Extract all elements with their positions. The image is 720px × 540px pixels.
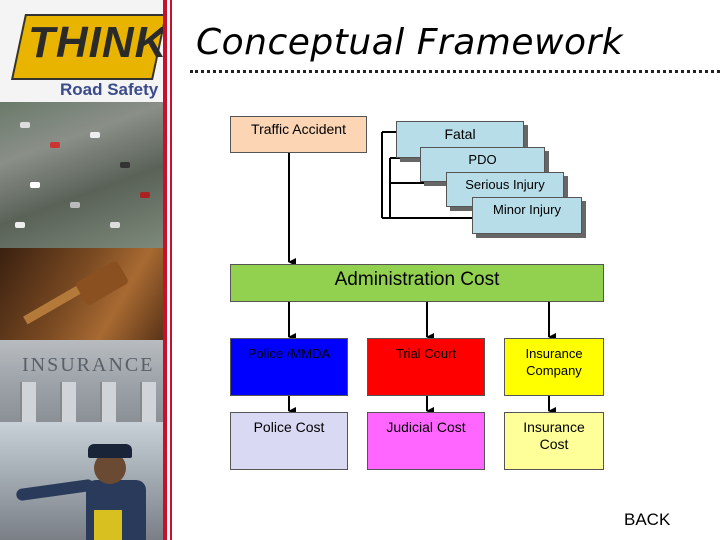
car-shape	[120, 162, 130, 168]
car-shape	[30, 182, 40, 188]
severity-minor-injury-box: Minor Injury	[472, 197, 582, 234]
car-shape	[70, 202, 80, 208]
traffic-accident-box: Traffic Accident	[230, 116, 367, 153]
logo-brand-text: THINK!	[28, 18, 163, 67]
judicial-cost-box: Judicial Cost	[367, 412, 485, 470]
officer-cap-shape	[88, 444, 132, 458]
car-shape	[50, 142, 60, 148]
car-shape	[110, 222, 120, 228]
insurance-company-box: Insurance Company	[504, 338, 604, 396]
car-shape	[20, 122, 30, 128]
officer-vest-shape	[94, 510, 122, 540]
back-link[interactable]: BACK	[624, 510, 671, 529]
trial-court-box: Trial Court	[367, 338, 485, 396]
building-column	[100, 382, 116, 422]
car-shape	[90, 132, 100, 138]
building-column	[20, 382, 36, 422]
insurance-sign-text: INSURANCE	[22, 354, 155, 376]
building-column	[140, 382, 156, 422]
sidebar-divider-thin	[170, 0, 172, 540]
title-underline	[190, 70, 720, 73]
police-cost-box: Police Cost	[230, 412, 348, 470]
logo-tagline: Road Safety	[60, 80, 159, 99]
think-road-safety-logo: THINK! Road Safety	[0, 0, 163, 102]
gavel-head-shape	[74, 259, 130, 307]
gavel-photo	[0, 248, 163, 340]
officer-arm-shape	[15, 478, 95, 502]
sidebar-divider	[163, 0, 167, 540]
insurance-building-photo: INSURANCE	[0, 340, 163, 422]
police-mmda-box: Police /MMDA	[230, 338, 348, 396]
car-shape	[140, 192, 150, 198]
left-photo-strip: THINK! Road Safety INSURANCE	[0, 0, 167, 540]
traffic-officer-photo	[0, 422, 163, 540]
page-title: Conceptual Framework	[196, 22, 624, 63]
insurance-cost-box: Insurance Cost	[504, 412, 604, 470]
building-column	[60, 382, 76, 422]
administration-cost-box: Administration Cost	[230, 264, 604, 302]
car-shape	[15, 222, 25, 228]
traffic-jam-photo	[0, 102, 163, 248]
